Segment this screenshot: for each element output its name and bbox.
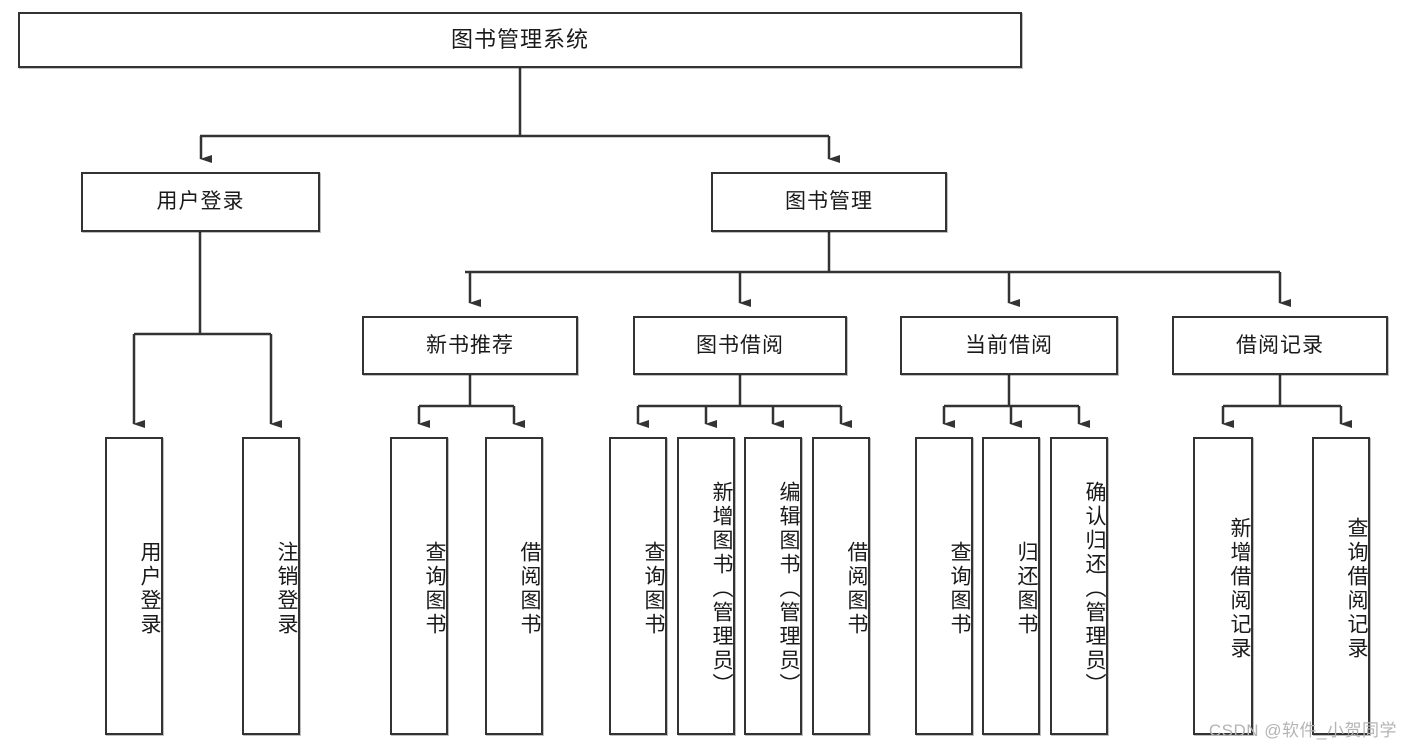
node-label: 图书管理系统 [450, 26, 589, 52]
node-label: 编辑图书（管理员） [777, 481, 800, 697]
watermark-label: CSDN @软件_小贺同学 [1208, 721, 1397, 740]
node-leaf-new-1[interactable]: 查询图书 [390, 437, 448, 735]
node-bookmgmt[interactable]: 图书管理 [711, 172, 947, 232]
node-login[interactable]: 用户登录 [81, 172, 320, 232]
node-label: 新书推荐 [426, 333, 514, 357]
node-leaf-cur-2[interactable]: 归还图书 [982, 437, 1040, 735]
node-leaf-new-2[interactable]: 借阅图书 [485, 437, 543, 735]
node-label: 用户登录 [138, 541, 161, 637]
node-leaf-rec-2[interactable]: 查询借阅记录 [1312, 437, 1370, 735]
node-label: 用户登录 [156, 190, 245, 214]
node-label: 借阅图书 [845, 541, 868, 637]
node-records[interactable]: 借阅记录 [1172, 316, 1388, 375]
node-leaf-bor-3[interactable]: 编辑图书（管理员） [744, 437, 802, 735]
node-current[interactable]: 当前借阅 [900, 316, 1118, 375]
node-label: 新增借阅记录 [1228, 517, 1251, 661]
node-label: 借阅记录 [1236, 333, 1324, 357]
node-label: 归还图书 [1015, 541, 1038, 637]
node-leaf-bor-2[interactable]: 新增图书（管理员） [677, 437, 735, 735]
node-leaf-login-1[interactable]: 用户登录 [105, 437, 163, 735]
node-label: 图书借阅 [696, 333, 784, 357]
node-label: 确认归还（管理员） [1083, 481, 1106, 697]
node-label: 图书管理 [785, 190, 873, 214]
node-label: 借阅图书 [518, 541, 541, 637]
node-leaf-rec-1[interactable]: 新增借阅记录 [1193, 437, 1253, 735]
node-leaf-bor-4[interactable]: 借阅图书 [812, 437, 870, 735]
node-label: 查询借阅记录 [1345, 517, 1368, 661]
node-label: 查询图书 [642, 541, 665, 637]
node-label: 新增图书（管理员） [710, 481, 733, 697]
node-label: 注销登录 [275, 541, 298, 637]
node-label: 当前借阅 [965, 333, 1053, 357]
node-root[interactable]: 图书管理系统 [18, 12, 1022, 68]
node-newbook[interactable]: 新书推荐 [362, 316, 578, 375]
node-label: 查询图书 [423, 541, 446, 637]
node-label: 查询图书 [948, 541, 971, 637]
node-leaf-login-2[interactable]: 注销登录 [242, 437, 300, 735]
node-leaf-cur-3[interactable]: 确认归还（管理员） [1050, 437, 1108, 735]
node-leaf-cur-1[interactable]: 查询图书 [915, 437, 973, 735]
node-borrow[interactable]: 图书借阅 [633, 316, 847, 375]
node-leaf-bor-1[interactable]: 查询图书 [609, 437, 667, 735]
